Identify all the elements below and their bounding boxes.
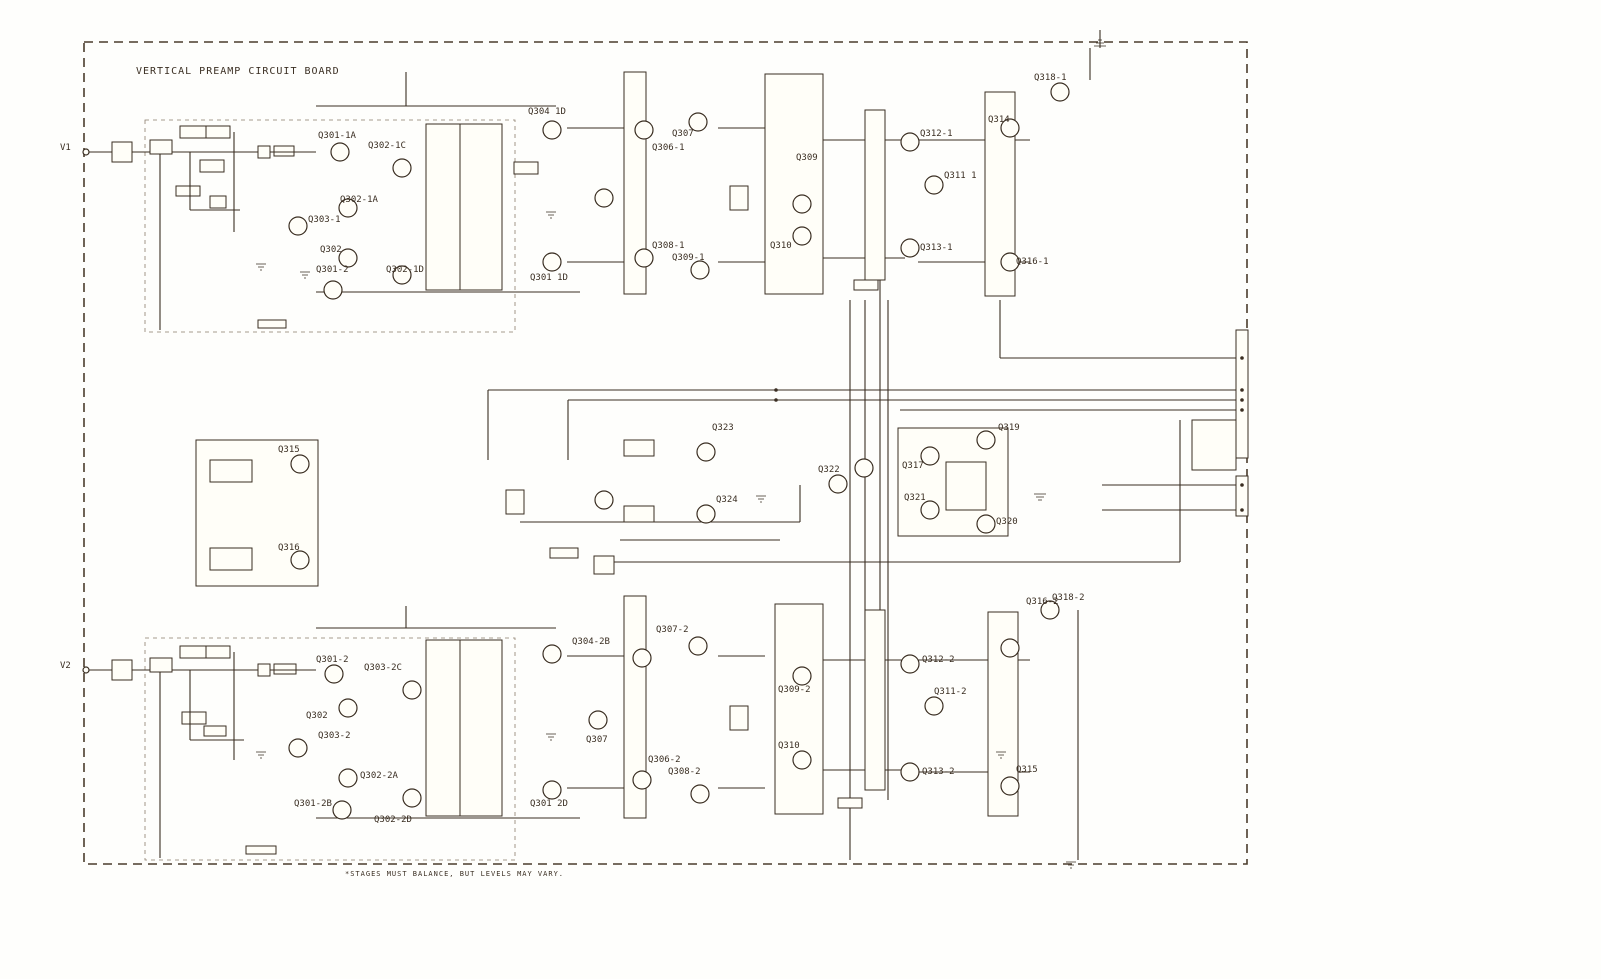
ch1-ref-label: Q312-1 xyxy=(920,129,953,139)
ch1-input-subframe xyxy=(144,119,516,333)
ch2-reference-labels: Q301-2 Q303-2C Q302 Q303-2 Q302-2A Q301-… xyxy=(294,593,1085,825)
ch2-ref-label: Q316-2 xyxy=(1026,597,1059,607)
ch2-attenuator-network xyxy=(149,645,316,858)
component-blocks xyxy=(195,71,1249,855)
ch1-ref-label: Q301-1A xyxy=(318,131,357,141)
ch2-ref-label: Q308-2 xyxy=(668,767,701,777)
ch1-ref-label: Q318-1 xyxy=(1034,73,1067,83)
mid-ref-label: Q324 xyxy=(716,495,738,505)
ch1-ref-label: Q301 1D xyxy=(530,273,568,283)
output-connector-pins xyxy=(774,356,1244,512)
ch1-ref-label: Q301-2 xyxy=(316,265,349,275)
mid-ref-label: Q319 xyxy=(998,423,1020,433)
ch2-ref-label: Q301-2 xyxy=(316,655,349,665)
ch2-input-label: V2 xyxy=(60,661,71,671)
ch1-transistors xyxy=(288,82,1070,300)
power-and-signal-buses xyxy=(316,30,1240,860)
ch2-ref-label: Q309-2 xyxy=(778,685,811,695)
mid-ref-label: Q320 xyxy=(996,517,1018,527)
ground-symbols xyxy=(256,39,1106,869)
ch1-ref-label: Q304 1D xyxy=(528,107,566,117)
ch2-ref-label: Q312-2 xyxy=(922,655,955,665)
ch1-ref-label: Q313-1 xyxy=(920,243,953,253)
ch1-ref-label: Q302-1D xyxy=(386,265,424,275)
ch2-ref-label: Q315 xyxy=(1016,765,1038,775)
ch2-ref-label: Q311-2 xyxy=(934,687,967,697)
ch1-ref-label: Q302 xyxy=(320,245,342,255)
mid-ref-label: Q315 xyxy=(278,445,300,455)
ch1-ref-label: Q307 xyxy=(672,129,694,139)
mid-ref-label: Q323 xyxy=(712,423,734,433)
ch1-ref-label: Q303-1 xyxy=(308,215,341,225)
ch1-input-label: V1 xyxy=(60,143,71,153)
mid-ref-label: Q321 xyxy=(904,493,926,503)
ch2-transistors xyxy=(288,600,1060,820)
ch2-ref-label: Q303-2 xyxy=(318,731,351,741)
ch1-ref-label: Q311 1 xyxy=(944,171,977,181)
ch1-ref-label: Q314 xyxy=(988,115,1010,125)
ch2-ref-label: Q307-2 xyxy=(656,625,689,635)
ch1-ref-label: Q302-1A xyxy=(340,195,379,205)
ch1-ref-label: Q310 xyxy=(770,241,792,251)
ch2-ref-label: Q302-2D xyxy=(374,815,412,825)
ch2-ref-label: Q306-2 xyxy=(648,755,681,765)
mid-ref-label: Q322 xyxy=(818,465,840,475)
ch1-attenuator-network xyxy=(149,125,316,330)
ch1-reference-labels: Q301-1A Q302-1C Q302-1A Q303-1 Q302 Q301… xyxy=(308,73,1067,283)
ch1-ref-label: Q309 xyxy=(796,153,818,163)
board-title: VERTICAL PREAMP CIRCUIT BOARD xyxy=(136,66,340,77)
ch1-ref-label: Q302-1C xyxy=(368,141,406,151)
ch2-ref-label: Q307 xyxy=(586,735,608,745)
ch2-ref-label: Q318-2 xyxy=(1052,593,1085,603)
ch2-input-subframe xyxy=(144,637,516,861)
ch2-ref-label: Q302 xyxy=(306,711,328,721)
ch2-ref-label: Q310 xyxy=(778,741,800,751)
ch2-ref-label: Q301-2B xyxy=(294,799,332,809)
ch2-ref-label: Q302-2A xyxy=(360,771,399,781)
mid-ref-label: Q317 xyxy=(902,461,924,471)
ch2-ref-label: Q313-2 xyxy=(922,767,955,777)
ch1-ref-label: Q316-1 xyxy=(1016,257,1049,267)
mid-ref-label: Q316 xyxy=(278,543,300,553)
ch2-ref-label: Q304-2B xyxy=(572,637,610,647)
ch1-ref-label: Q308-1 xyxy=(652,241,685,251)
ch2-input-connector: V2 xyxy=(60,659,258,681)
middle-reference-labels: Q315 Q316 Q323 Q322 Q324 Q317 Q321 Q319 … xyxy=(278,423,1020,553)
ch2-ref-label: Q301 2D xyxy=(530,799,568,809)
ch1-ref-label: Q309-1 xyxy=(672,253,705,263)
ch1-ref-label: Q306-1 xyxy=(652,143,685,153)
board-outline xyxy=(83,41,1248,865)
middle-transistors xyxy=(290,430,996,570)
ch2-ref-label: Q303-2C xyxy=(364,663,402,673)
footnote: *STAGES MUST BALANCE, BUT LEVELS MAY VAR… xyxy=(345,870,564,878)
